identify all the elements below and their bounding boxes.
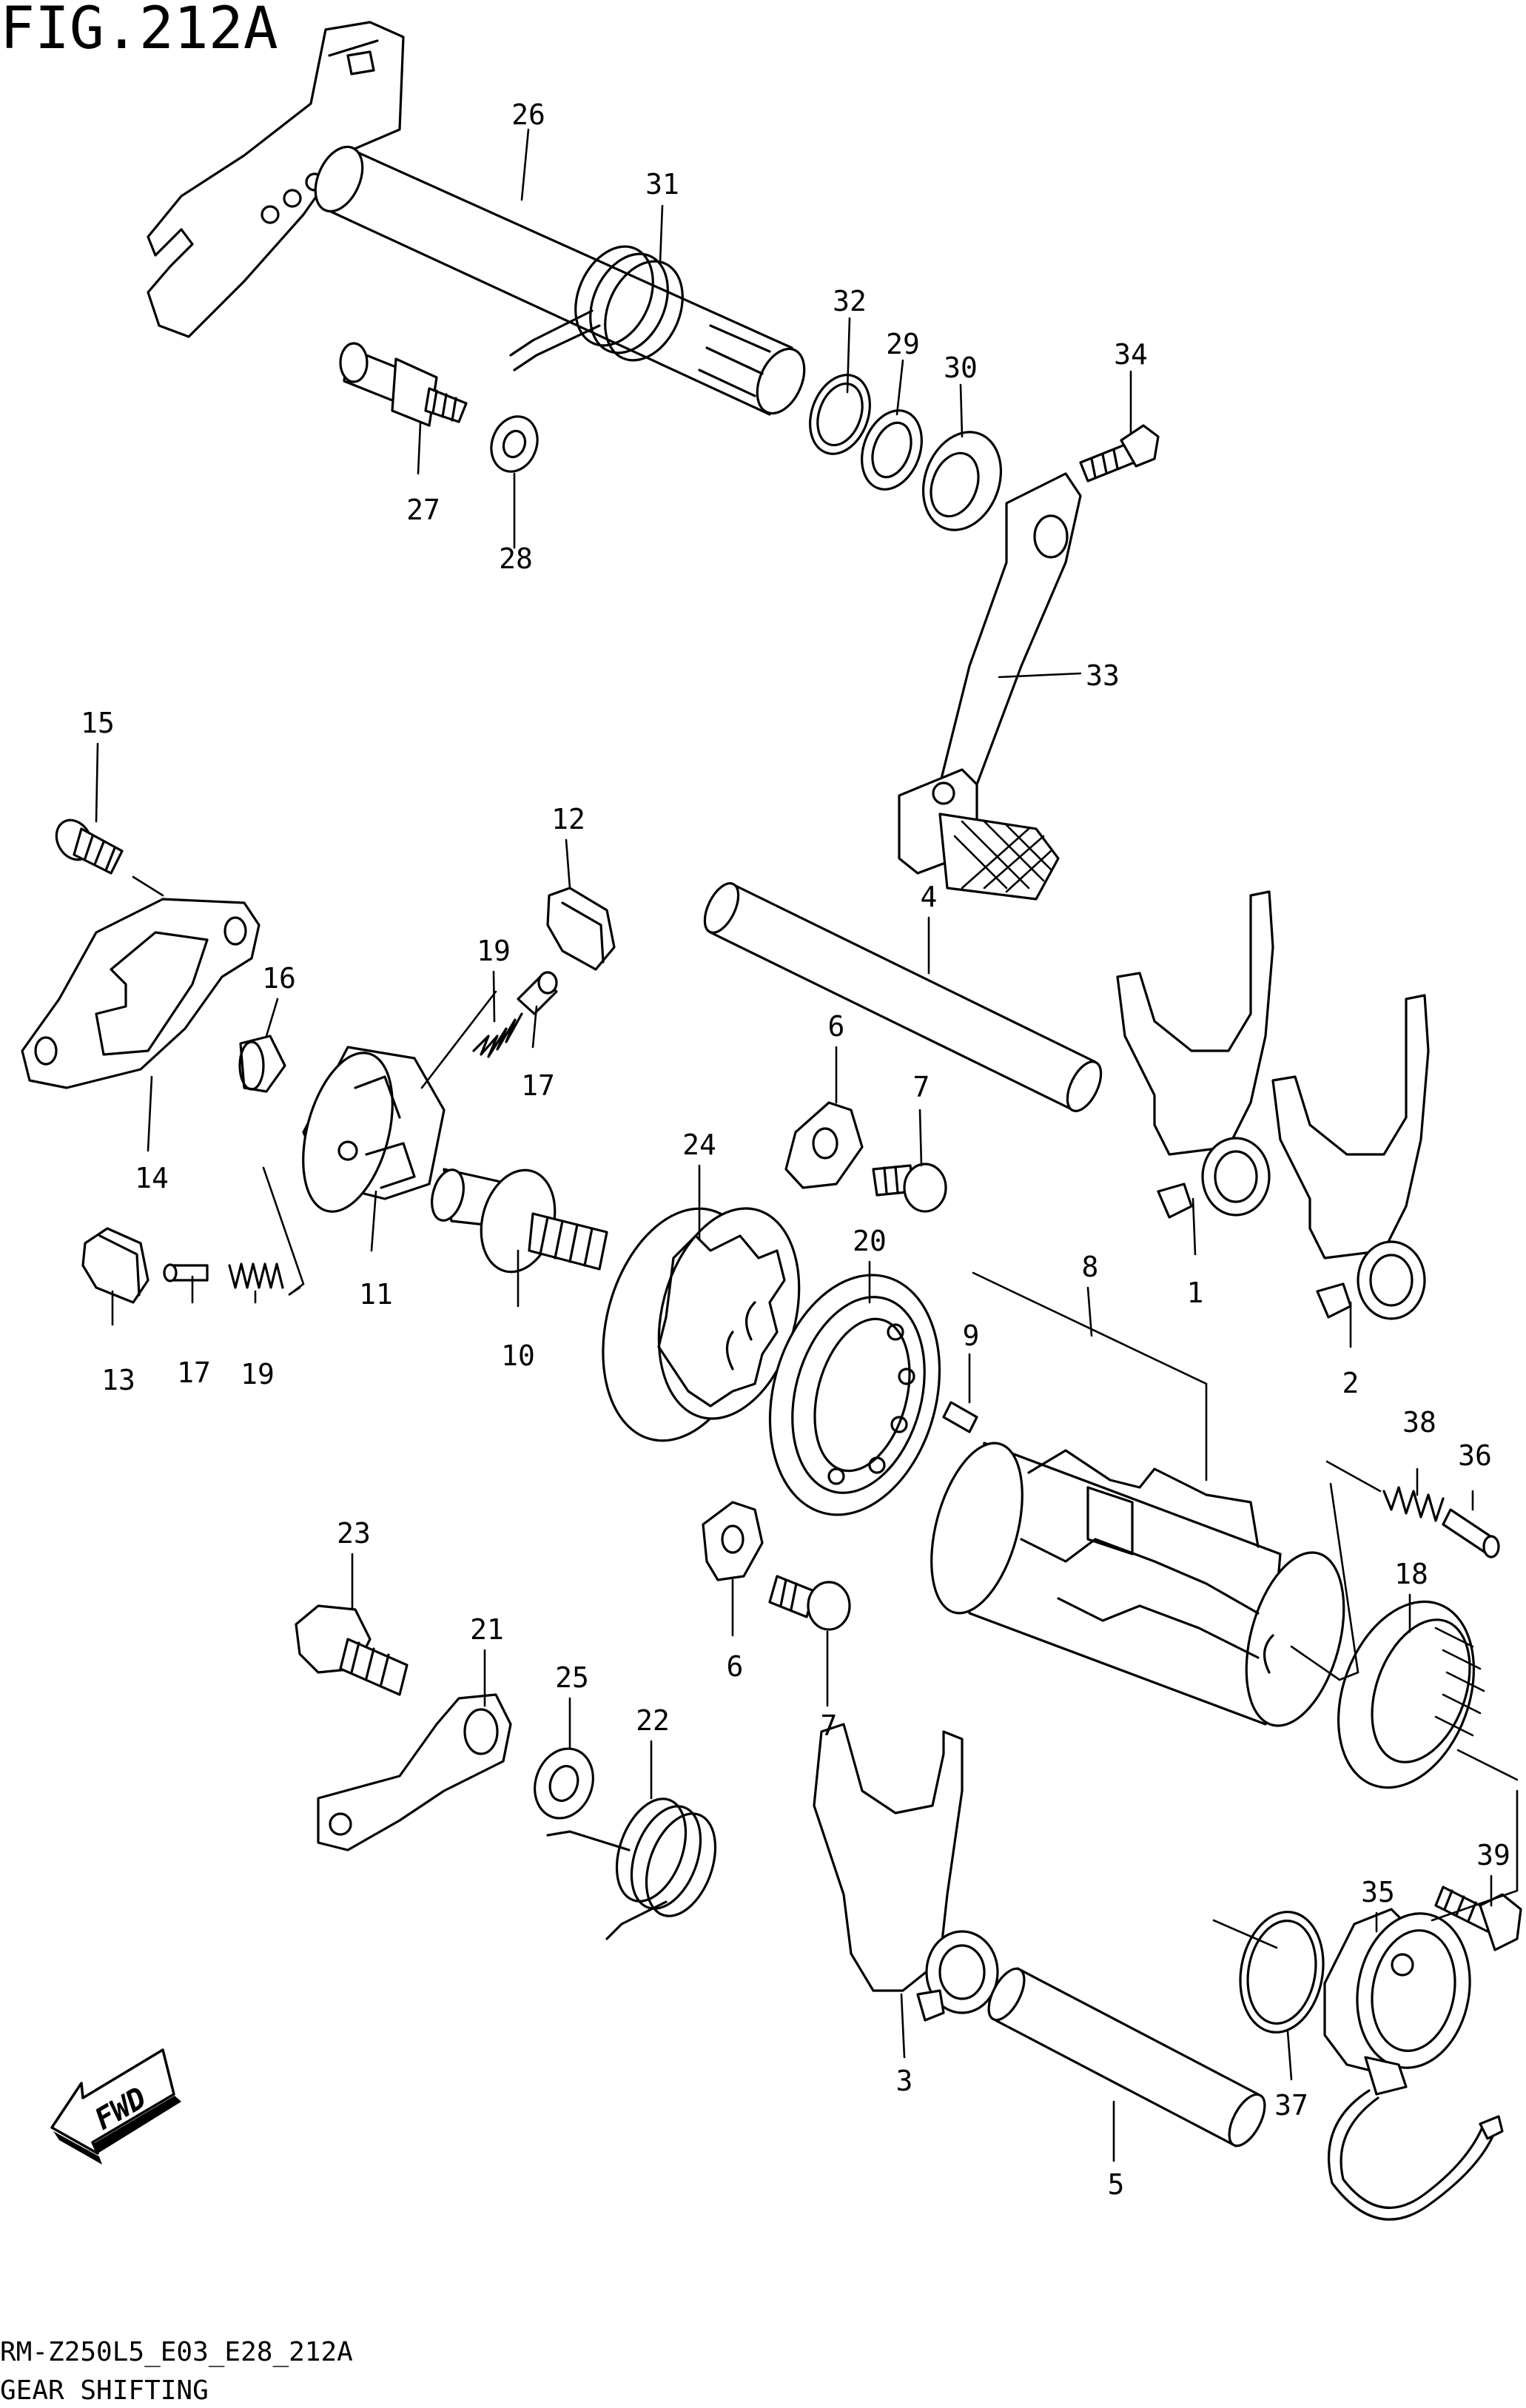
part-11-pawl-lifter <box>302 1046 446 1213</box>
callout-33: 33 <box>1086 659 1120 692</box>
callout-2: 2 <box>1342 1367 1359 1399</box>
callout-9: 9 <box>963 1319 980 1352</box>
callout-5: 5 <box>1108 2168 1125 2201</box>
part-33-gearshift-pedal <box>898 472 1082 901</box>
part-23-bolt <box>295 1604 409 1696</box>
callout-17-upper: 17 <box>521 1069 555 1102</box>
callout-10: 10 <box>501 1339 535 1372</box>
part-25-washer <box>534 1747 594 1820</box>
part-5-fork-shaft <box>987 1967 1266 2148</box>
callout-21: 21 <box>470 1613 504 1646</box>
part-19-pawl-spring <box>472 1012 523 1058</box>
part-18-needle-bearing <box>1337 1600 1485 1789</box>
part-17-pawl-pin <box>517 971 558 1015</box>
part-36-plunger <box>1442 1508 1500 1558</box>
callout-34: 34 <box>1114 338 1148 371</box>
callout-35: 35 <box>1361 1876 1395 1908</box>
part-10-bolt <box>431 1168 608 1274</box>
callout-11: 11 <box>359 1278 393 1311</box>
callout-28: 28 <box>499 542 533 575</box>
callout-20: 20 <box>853 1225 887 1257</box>
leader-lines <box>95 128 1519 2162</box>
callout-14: 14 <box>135 1162 169 1194</box>
callout-24: 24 <box>682 1129 716 1161</box>
part-34-pedal-bolt <box>1079 424 1160 482</box>
callout-25: 25 <box>555 1661 589 1694</box>
part-21-cam-stopper <box>317 1693 512 1852</box>
part-4-fork-shaft <box>703 882 1103 1112</box>
part-13-pawl <box>81 1227 149 1304</box>
callout-26: 26 <box>511 98 545 131</box>
part-29-washer <box>861 409 923 491</box>
callout-6-upper: 6 <box>828 1010 845 1043</box>
callout-1: 1 <box>1187 1277 1204 1309</box>
part-35-gear-position-sensor <box>1323 1908 1504 2221</box>
callout-37: 37 <box>1274 2089 1308 2122</box>
part-26-shift-shaft <box>147 21 806 416</box>
callout-36: 36 <box>1458 1439 1492 1472</box>
callout-6-lower: 6 <box>727 1650 744 1683</box>
callout-27: 27 <box>406 494 440 526</box>
figure-title: FIG.212A <box>0 0 278 62</box>
callout-7-upper: 7 <box>913 1071 930 1103</box>
part-7-screw-lower <box>768 1575 851 1631</box>
part-3-shift-fork <box>813 1723 999 2022</box>
figure-caption: GEAR SHIFTING <box>0 2375 209 2406</box>
part-27-stopper-bolt <box>339 342 468 427</box>
callout-labels: 26 31 32 29 30 34 27 28 33 15 12 16 19 1… <box>81 98 1510 2201</box>
callout-29: 29 <box>886 328 920 360</box>
figure-code: RM-Z250L5_E03_E28_212A <box>0 2337 353 2367</box>
callout-23: 23 <box>337 1517 371 1550</box>
part-20-bearing <box>768 1274 941 1516</box>
callout-15: 15 <box>81 707 115 739</box>
callout-31: 31 <box>645 168 679 201</box>
part-38-spring <box>1382 1486 1445 1522</box>
callout-8: 8 <box>1082 1251 1099 1283</box>
part-9-pin <box>942 1401 978 1433</box>
fwd-arrow-icon: FWD <box>50 2048 181 2165</box>
callout-32: 32 <box>833 285 867 317</box>
callout-22: 22 <box>636 1704 670 1737</box>
part-7-screw <box>872 1163 947 1213</box>
callout-39: 39 <box>1476 1839 1510 1871</box>
part-19-pawl-spring-lower <box>228 1262 284 1289</box>
part-12-pawl <box>546 887 616 971</box>
callout-3: 3 <box>896 2065 913 2097</box>
part-32-circlip <box>809 374 871 455</box>
callout-38: 38 <box>1402 1406 1436 1439</box>
part-2-shift-fork <box>1271 994 1430 1320</box>
part-16-bushing <box>238 1035 286 1093</box>
part-8-gearshift-cam <box>930 1442 1345 1727</box>
part-14-guide-plate <box>21 898 261 1089</box>
part-28-washer <box>490 415 539 473</box>
part-17-pawl-pin-lower <box>163 1263 209 1282</box>
callout-7-lower: 7 <box>821 1709 838 1742</box>
callout-19-lower: 19 <box>241 1358 275 1390</box>
callout-13: 13 <box>101 1364 135 1396</box>
part-1-shift-fork <box>1116 890 1274 1219</box>
callout-12: 12 <box>551 803 585 835</box>
part-31-return-spring <box>509 245 684 371</box>
callout-18: 18 <box>1394 1558 1428 1590</box>
part-6-cam-stopper-plate <box>784 1101 864 1189</box>
part-22-stopper-spring <box>546 1797 717 1940</box>
part-15-screw <box>55 818 124 875</box>
callout-4: 4 <box>921 881 938 913</box>
part-24-cam-driven-gear <box>602 1207 801 1442</box>
callout-17-lower: 17 <box>177 1356 211 1389</box>
part-37-o-ring <box>1239 1911 1325 2034</box>
callout-16: 16 <box>262 962 296 995</box>
callout-19-upper: 19 <box>477 935 511 967</box>
part-6-cam-stopper-plate-lower <box>702 1501 764 1581</box>
part-30-oil-seal <box>921 431 1003 531</box>
callout-30: 30 <box>944 352 978 384</box>
